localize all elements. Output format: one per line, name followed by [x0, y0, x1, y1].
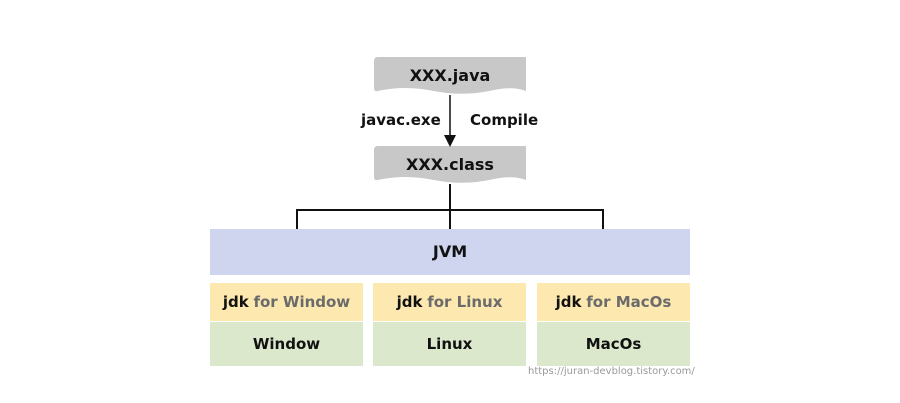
jdk-label: jdk — [396, 293, 423, 311]
jdk-cell: jdk for Linux — [373, 283, 526, 321]
jvm-label: JVM — [432, 242, 468, 261]
os-cell: Window — [210, 322, 363, 366]
source-file-label: XXX.java — [409, 66, 491, 85]
distribution-bracket — [296, 184, 604, 229]
jdk-target-label: for Window — [253, 293, 351, 311]
jdk-label: jdk — [222, 293, 249, 311]
watermark: https://juran-devblog.tistory.com/ — [528, 366, 695, 377]
os-cell: MacOs — [537, 322, 690, 366]
platform-column-macos: jdk for MacOs MacOs — [537, 283, 690, 366]
compile-action-label: Compile — [470, 111, 539, 129]
platform-column-window: jdk for Window Window — [210, 283, 363, 366]
platform-column-linux: jdk for Linux Linux — [373, 283, 526, 366]
file-shape-icon — [374, 146, 526, 183]
source-file-node: XXX.java — [374, 57, 526, 95]
compiled-file-label: XXX.class — [406, 155, 494, 174]
jdk-target-label: for MacOs — [586, 293, 672, 311]
jdk-cell: jdk for Window — [210, 283, 363, 321]
jdk-target-label: for Linux — [427, 293, 503, 311]
os-cell: Linux — [373, 322, 526, 366]
file-shape-icon — [374, 57, 526, 94]
jdk-label: jdk — [555, 293, 582, 311]
jdk-cell: jdk for MacOs — [537, 283, 690, 321]
compile-tool-label: javac.exe — [361, 111, 441, 129]
jvm-layer: JVM — [210, 229, 690, 275]
compiled-file-node: XXX.class — [374, 146, 526, 184]
